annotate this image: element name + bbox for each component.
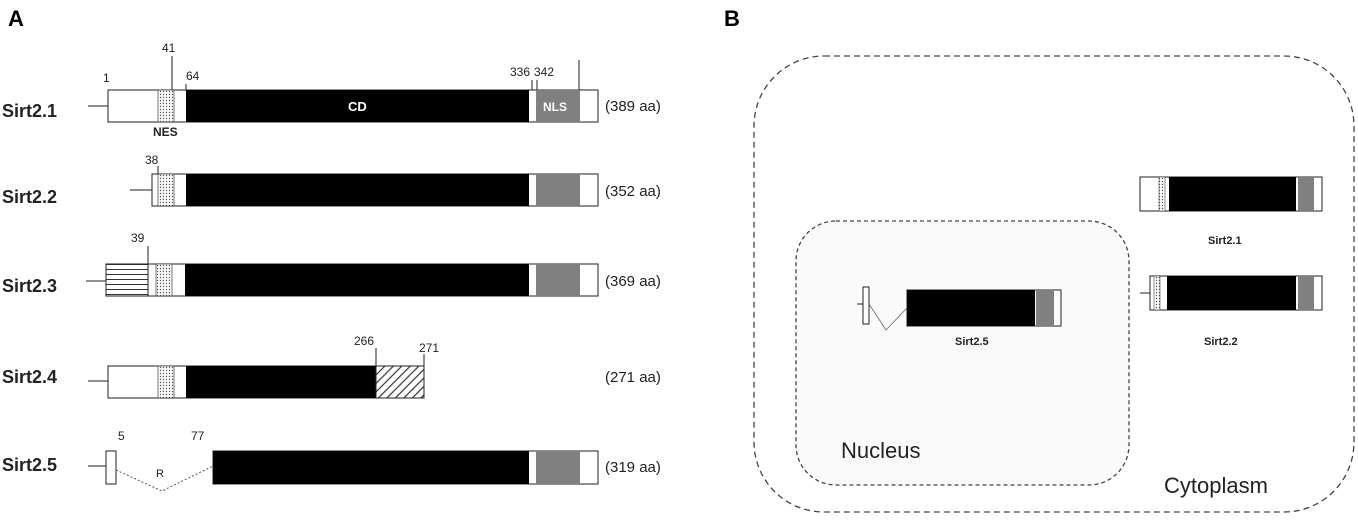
cell-diagram: Nucleus Cytoplasm Sirt2.1 Sirt2.2 xyxy=(753,55,1355,513)
catalytic-domain xyxy=(186,174,529,206)
isoform-label: Sirt2.1 xyxy=(2,101,57,121)
nls-domain xyxy=(536,90,580,122)
mini-label: Sirt2.1 xyxy=(1208,235,1242,247)
nucleus-label: Nucleus xyxy=(841,438,920,463)
exon-fragment xyxy=(105,450,117,485)
splice-connector xyxy=(115,465,214,492)
position-label: 39 xyxy=(131,231,145,245)
nes-domain xyxy=(157,365,175,399)
catalytic-domain xyxy=(186,90,529,122)
exon-insertion xyxy=(105,263,149,297)
position-label: 271 xyxy=(419,341,439,355)
nes-label: NES xyxy=(153,125,178,139)
alternative-c-terminus xyxy=(375,365,425,399)
cytoplasm-label: Cytoplasm xyxy=(1164,473,1268,498)
cd-label: CD xyxy=(348,99,367,114)
nls-label: NLS xyxy=(543,100,567,114)
nls-domain xyxy=(536,264,580,296)
mini-sirt2-2: Sirt2.2 xyxy=(1140,275,1323,348)
nes-domain xyxy=(157,173,175,207)
catalytic-domain xyxy=(213,451,529,484)
nes-domain xyxy=(155,263,173,297)
panel-label-b: B xyxy=(724,6,740,31)
isoform-row-sirt2-3: Sirt2.3 39 (369 aa) xyxy=(2,231,661,297)
nls-domain xyxy=(536,451,580,484)
length-label: (369 aa) xyxy=(605,273,661,290)
length-label: (389 aa) xyxy=(605,98,661,115)
position-label: 5 xyxy=(118,429,125,443)
isoform-row-sirt2-5: Sirt2.5 R 5 77 (319 aa) xyxy=(2,429,661,492)
length-label: (271 aa) xyxy=(605,369,661,386)
position-label: 336 xyxy=(510,65,530,79)
nls-domain xyxy=(536,174,580,206)
isoform-row-sirt2-2: Sirt2.2 38 (352 aa) xyxy=(2,153,661,207)
isoform-label: Sirt2.2 xyxy=(2,187,57,207)
position-label: 342 xyxy=(534,65,554,79)
region-label: R xyxy=(156,468,164,480)
mini-sirt2-5: Sirt2.5 xyxy=(857,286,1062,348)
isoform-row-sirt2-4: Sirt2.4 266 271 (271 aa) xyxy=(2,334,661,399)
nucleus-boundary xyxy=(795,220,1130,486)
position-label: 266 xyxy=(354,334,374,348)
isoform-label: Sirt2.5 xyxy=(2,455,57,475)
mini-sirt2-1: Sirt2.1 xyxy=(1139,176,1323,247)
position-label: 64 xyxy=(186,69,200,83)
position-label: 77 xyxy=(191,429,205,443)
isoform-label: Sirt2.3 xyxy=(2,276,57,296)
catalytic-domain xyxy=(185,264,529,296)
length-label: (352 aa) xyxy=(605,183,661,200)
position-label: 41 xyxy=(162,41,176,55)
mini-label: Sirt2.2 xyxy=(1204,336,1238,348)
mini-label: Sirt2.5 xyxy=(955,336,989,348)
length-label: (319 aa) xyxy=(605,459,661,476)
catalytic-domain xyxy=(186,366,376,398)
position-label: 1 xyxy=(103,71,110,85)
position-label: 38 xyxy=(145,153,159,167)
panel-label-a: A xyxy=(8,6,24,31)
nes-domain xyxy=(157,89,175,123)
isoform-row-sirt2-1: Sirt2.1 CD NLS NES 1 41 64 336 342 (389 … xyxy=(2,41,661,139)
isoform-label: Sirt2.4 xyxy=(2,367,57,387)
